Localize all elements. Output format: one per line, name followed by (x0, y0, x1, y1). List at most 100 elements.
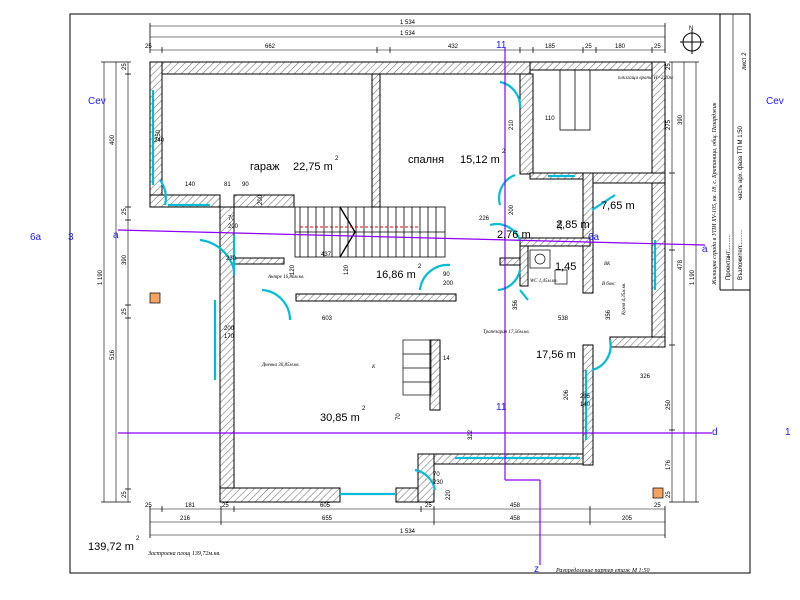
room-kitchen-area: 17,56 m (536, 349, 576, 361)
dim-right-seg: 390 (678, 114, 684, 125)
room-285: 2,85 m (556, 219, 590, 231)
dim-interior: 120 (290, 264, 296, 275)
axis-3: 3 (68, 232, 74, 243)
title-block-col2: Възложител:......... (738, 229, 744, 280)
dim-left-seg: 400 (110, 134, 116, 145)
dim-top-seg: 432 (448, 44, 459, 50)
dim-interior: 295 (580, 394, 591, 400)
footer-left: Застроена площ 139,72м.кв. (148, 551, 221, 557)
dim-interior: 322 (468, 429, 474, 440)
dim-top-seg: 180 (615, 44, 626, 50)
staircase (294, 206, 446, 258)
dim-top-total-1: 1 534 (400, 20, 416, 26)
dim-top-seg: 25 (654, 44, 661, 50)
total-area: 139,72 m (88, 541, 134, 553)
dim-interior: 200 (443, 281, 454, 287)
window-note: плъзгаща врата H=2,20м (618, 76, 674, 81)
dim-interior: 170 (224, 334, 235, 340)
dim-interior: 230 (226, 256, 237, 262)
dim-bottom-seg2: 458 (510, 516, 521, 522)
dim-interior: 200 (509, 204, 515, 215)
dim-right-seg: 176 (666, 459, 672, 470)
room-living-area: 30,85 m (320, 412, 360, 424)
room-hall2-area: 2,76 m (497, 229, 531, 241)
room-garage-name: гараж (250, 161, 280, 173)
dim-interior: 70 (396, 413, 402, 420)
label-trapezaria: Трапезария 17,56м.кв. (483, 330, 530, 335)
dim-interior: 14 (443, 356, 450, 362)
dim-interior: 81 (224, 182, 231, 188)
dim-interior: 356 (606, 309, 612, 320)
dim-left-seg: 516 (110, 349, 116, 360)
label-vbox: В бокс (602, 282, 616, 287)
axis-11-mid: 11 (496, 402, 507, 413)
dim-right-seg: 25 (666, 491, 672, 498)
room-hall1-area: 16,86 m (376, 269, 416, 281)
dim-top-seg: 25 (585, 44, 592, 50)
label-bk: ВК (604, 262, 611, 267)
label-kuhnya: Кухня 4,35м.кв. (622, 283, 627, 316)
axis-cev-right: Cev (766, 96, 784, 107)
title-block-col3: часть арх. фаза ТП М 1:50 (738, 125, 744, 200)
sliding-door-window (559, 69, 591, 131)
dimension-lines (103, 25, 697, 536)
dim-right-seg: 478 (678, 259, 684, 270)
dim-left-seg: 25 (122, 308, 128, 315)
footer-right: Разпределение партер етаж М 1:50 (555, 567, 649, 574)
dim-left-seg: 25 (122, 208, 128, 215)
axis-1: 1 (785, 427, 791, 438)
walls (149, 61, 666, 503)
dim-interior: 230 (433, 480, 444, 486)
dim-interior: 538 (558, 316, 569, 322)
dim-right-total: 1 190 (690, 269, 696, 285)
room-sup: 2 (418, 264, 422, 270)
dim-bottom-seg: 605 (320, 503, 331, 509)
dim-top-total-2: 1 534 (400, 31, 416, 37)
dim-interior: 206 (564, 389, 570, 400)
dim-interior: 603 (322, 316, 333, 322)
dim-bottom-seg2: 205 (622, 516, 633, 522)
label-k: К (371, 365, 376, 370)
dim-interior: 200 (228, 224, 239, 230)
axis-6a-mid: 6a (588, 232, 600, 243)
room-wc-area: 1,45 (555, 261, 576, 273)
dim-left-seg: 25 (122, 491, 128, 498)
axis-6a-left: 6a (30, 232, 42, 243)
dim-interior: 90 (242, 182, 249, 188)
dim-left-total: 1 190 (98, 269, 104, 285)
axis-a-right: a (702, 244, 708, 255)
dim-interior: 437 (321, 252, 332, 258)
dim-interior: 90 (443, 272, 450, 278)
dim-interior: 200 (558, 219, 564, 230)
dim-interior: 200 (258, 194, 264, 205)
axis-z: z (534, 564, 539, 575)
dim-top-seg: 662 (265, 44, 276, 50)
label-dnevna: Дневна 30,85м.кв. (261, 363, 300, 368)
dim-bottom-seg2: 655 (322, 516, 333, 522)
title-block-main: Жилищна сграда в УПИ XV-105, кв. 18, с. … (711, 102, 718, 286)
dim-top-seg: 185 (545, 44, 556, 50)
dim-right-seg: 25 (666, 63, 672, 70)
axis-a-left: a (113, 230, 119, 241)
dim-interior: 220 (446, 489, 452, 500)
room-sup: 2 (335, 156, 339, 162)
axis-d: d (712, 427, 718, 438)
room-sup: 2 (362, 406, 366, 412)
dim-interior: 226 (479, 216, 490, 222)
dim-top-seg: 25 (145, 44, 152, 50)
room-765: 7,65 m (601, 200, 635, 212)
dim-bottom-seg: 25 (145, 503, 152, 509)
dim-bottom-seg: 25 (222, 503, 229, 509)
dim-bottom-total: 1 534 (400, 529, 416, 535)
dim-interior: 326 (640, 374, 651, 380)
dim-bottom-seg2: 216 (180, 516, 191, 522)
dim-interior: 120 (344, 264, 350, 275)
dimension-ticks (101, 23, 699, 538)
dim-interior: 70 (228, 216, 235, 222)
title-block-col1: Проектант:......... (726, 234, 732, 280)
dim-bottom-seg: 25 (425, 503, 432, 509)
title-block-sheet: лист 2 (742, 52, 748, 70)
sheet-frame (69, 13, 751, 574)
dim-right-seg: 250 (666, 399, 672, 410)
